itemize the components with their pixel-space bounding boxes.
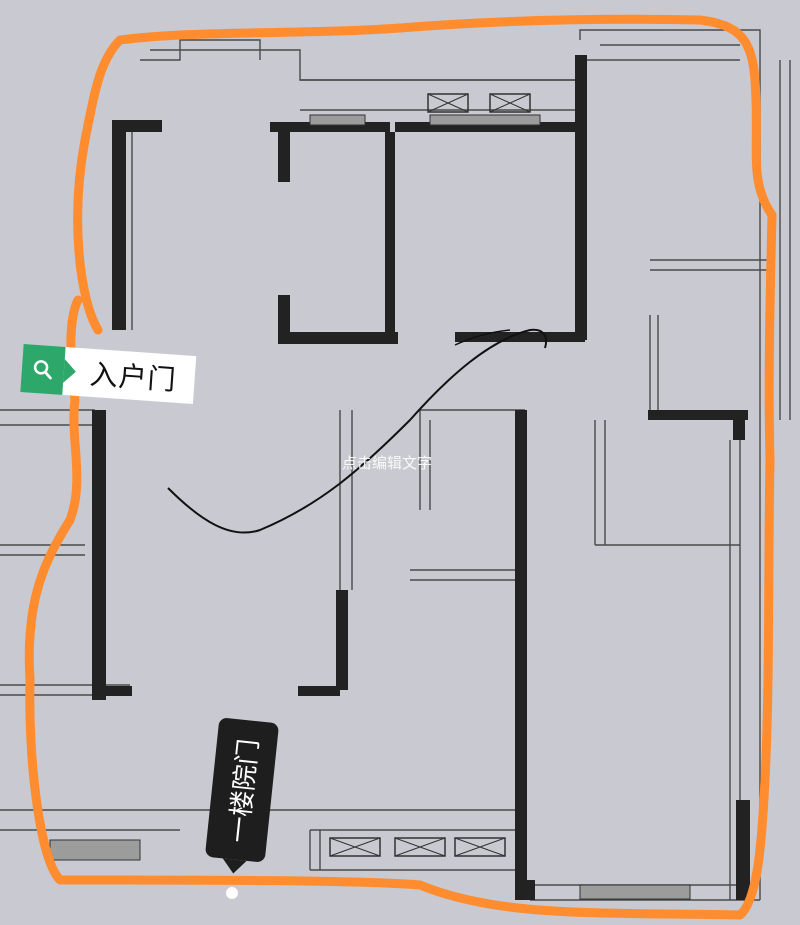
yard-door-label[interactable]: 一楼院门 — [224, 736, 265, 844]
edit-text-hint[interactable]: 点击编辑文字 — [342, 454, 433, 472]
orange-boundary — [24, 14, 777, 920]
search-button[interactable] — [20, 344, 66, 395]
sketch-curve — [167, 328, 548, 534]
search-icon — [33, 360, 52, 380]
walls-solid — [92, 55, 750, 900]
tag-anchor-dot[interactable] — [226, 887, 238, 899]
entry-door-tag[interactable]: 入户门 — [20, 344, 197, 405]
entry-door-label[interactable]: 入户门 — [62, 346, 197, 405]
